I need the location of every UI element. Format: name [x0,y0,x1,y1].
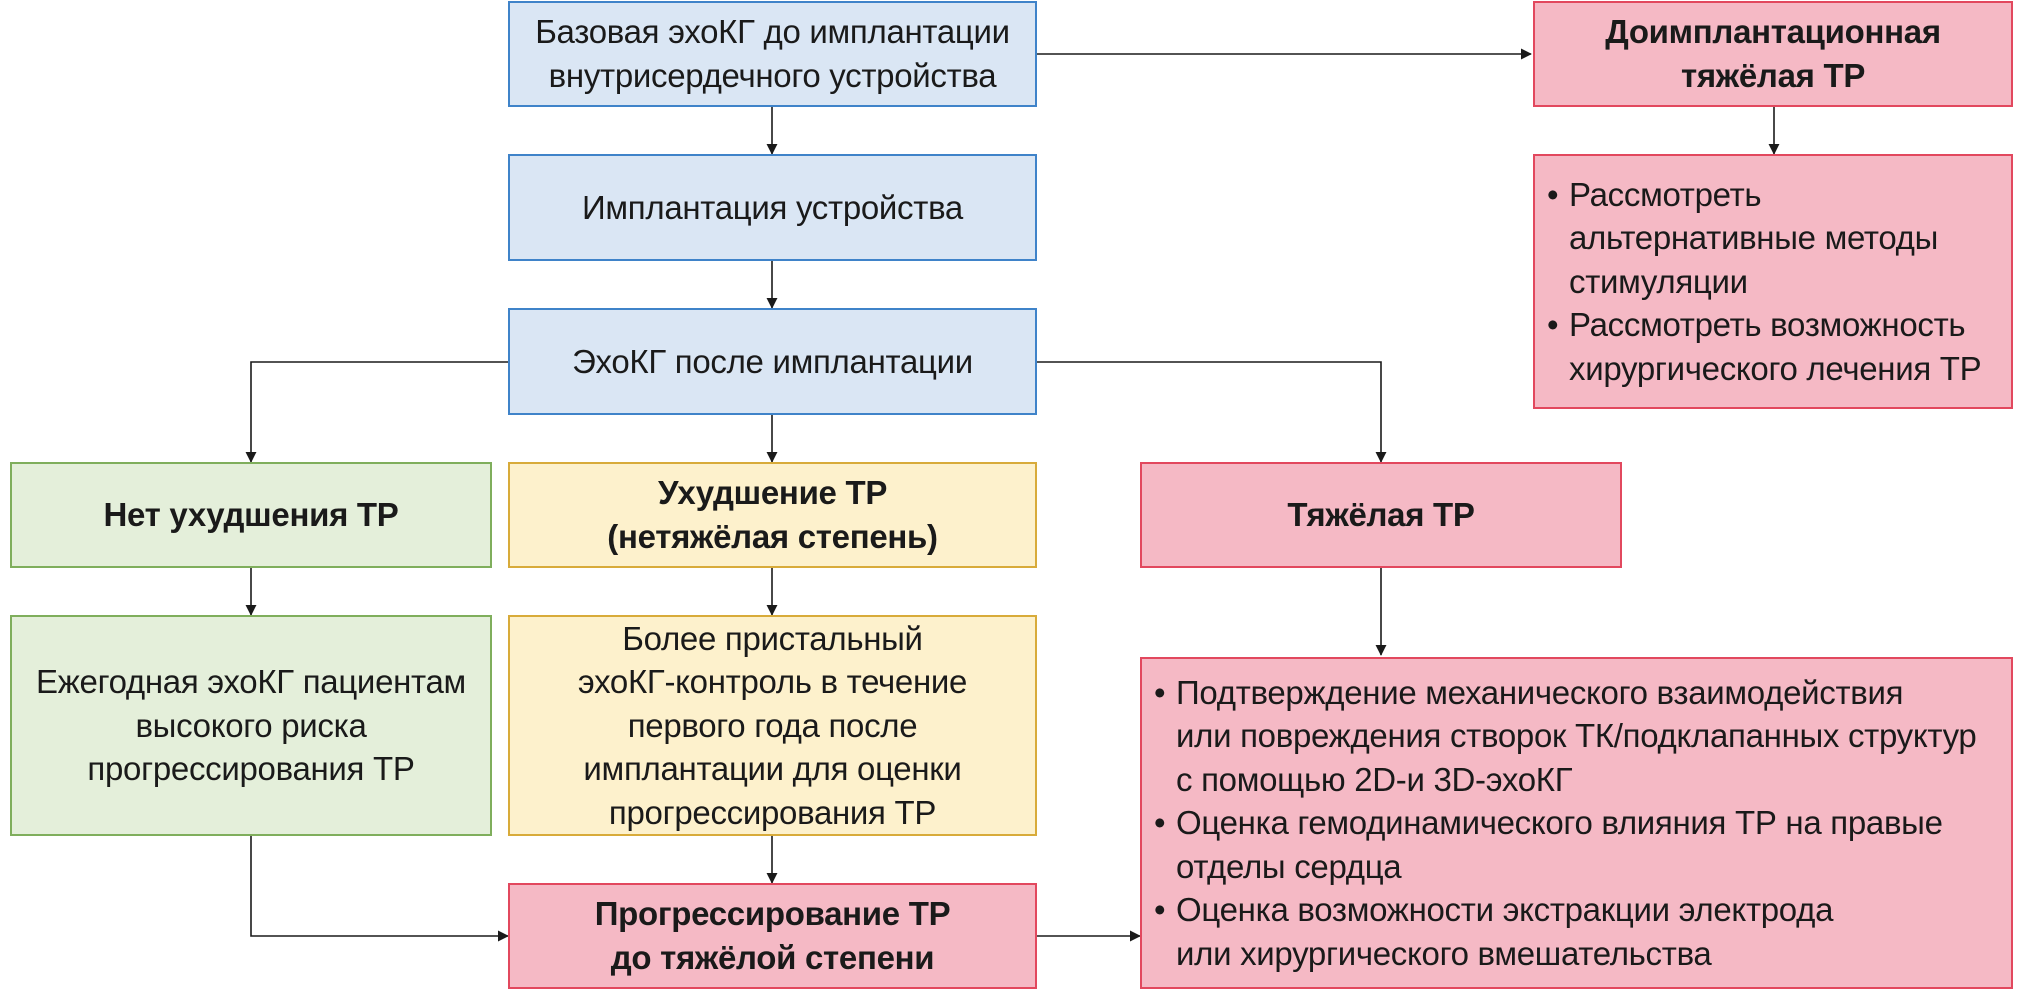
post-echo-label: ЭхоКГ после имплантации [572,342,973,380]
arrow-post-echo-to-no-worsening [245,361,508,463]
post-echo-box: ЭхоКГ после имплантации [508,308,1037,415]
severe-actions-list: Подтверждение механического взаимодейств… [1152,671,1977,976]
severe-action-item: Оценка возможности экстракции электродаи… [1152,888,1976,975]
no-worsening-label: Нет ухудшения ТР [103,496,399,534]
severe-action-item: Оценка гемодинамического влияния ТР на п… [1152,801,1976,888]
implantation-label: Имплантация устройства [582,188,963,226]
severe-action-item: Подтверждение механического взаимодейств… [1152,671,1977,802]
worsening-nonsevere-box: Ухудшение ТР(нетяжёлая степень) [508,462,1037,568]
arrow-annual-to-progression [250,836,509,942]
implantation-box: Имплантация устройства [508,154,1037,261]
no-worsening-box: Нет ухудшения ТР [10,462,492,568]
severe-tr-box: Тяжёлая ТР [1140,462,1622,568]
worsening-nonsevere-label: Ухудшение ТР(нетяжёлая степень) [607,474,938,555]
arrow-post-echo-to-severe [1037,361,1387,463]
severe-tr-label: Тяжёлая ТР [1287,496,1475,534]
severe-actions-box: Подтверждение механического взаимодейств… [1140,657,2013,989]
